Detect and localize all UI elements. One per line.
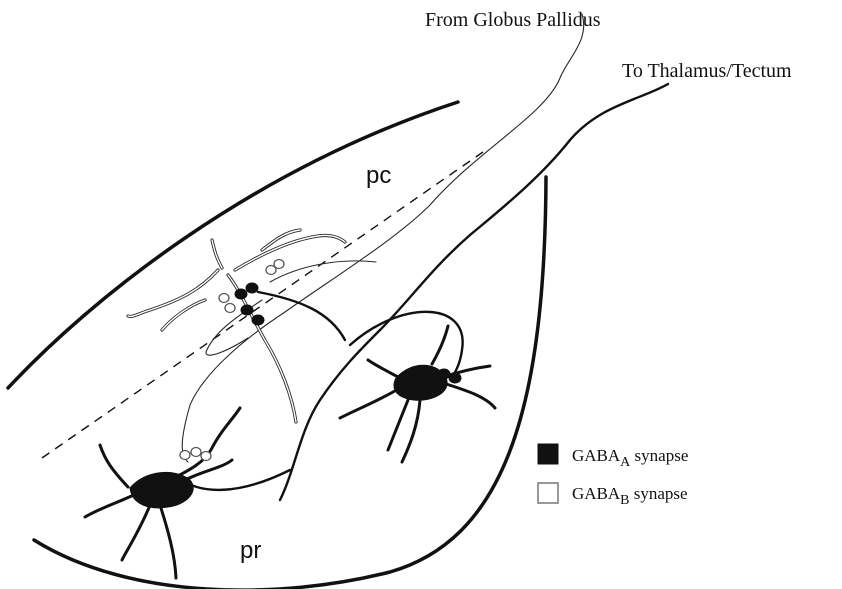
gaba-b-legend-suffix: synapse [630, 484, 688, 503]
gaba-b-legend-prefix: GABA [572, 484, 621, 503]
legend: GABAA synapse GABAB synapse [538, 444, 688, 508]
pars-compacta-label: pc [366, 162, 391, 189]
gaba-a-synapse [252, 315, 264, 325]
from-globus-pallidus-label: From Globus Pallidus [425, 9, 601, 31]
gaba-a-swatch [538, 444, 558, 464]
pars-compacta-neuron [128, 230, 345, 422]
gaba-a-synapse [246, 283, 258, 293]
globus-pallidus-afferent-fiber [285, 14, 584, 312]
pars-reticulata-neuron-left [85, 408, 240, 578]
gaba-b-synapse [201, 452, 211, 461]
gaba-b-legend-subscript: B [620, 493, 629, 508]
lower-boundary-line [34, 177, 546, 589]
gaba-a-synapse [241, 305, 253, 315]
legend-item-gaba-b: GABAB synapse [538, 483, 688, 508]
upper-boundary-line [8, 102, 458, 388]
left-collateral [180, 470, 290, 490]
gaba-a-synapse [438, 369, 450, 379]
gaba-a-legend-suffix: synapse [630, 446, 688, 465]
gaba-b-legend-label: GABAB synapse [572, 484, 688, 508]
gaba-b-swatch [538, 483, 558, 503]
gaba-b-synapse [274, 260, 284, 269]
afferent-branch-upper [270, 261, 376, 282]
gaba-a-synapse [449, 373, 461, 383]
afferent-branch-loop [182, 312, 285, 462]
pars-reticulata-label: pr [240, 537, 261, 564]
gaba-a-legend-prefix: GABA [572, 446, 621, 465]
legend-item-gaba-a: GABAA synapse [538, 444, 688, 470]
to-thalamus-tectum-label: To Thalamus/Tectum [622, 60, 792, 82]
gaba-b-synapse [191, 448, 201, 457]
gaba-a-legend-label: GABAA synapse [572, 446, 688, 470]
gaba-b-synapse [219, 294, 229, 303]
pc-pr-dashed-border [42, 152, 483, 458]
gaba-b-synapse [225, 304, 235, 313]
gaba-b-synapse [180, 451, 190, 460]
efferent-projection-fiber [280, 84, 668, 500]
gaba-a-synapse [235, 289, 247, 299]
